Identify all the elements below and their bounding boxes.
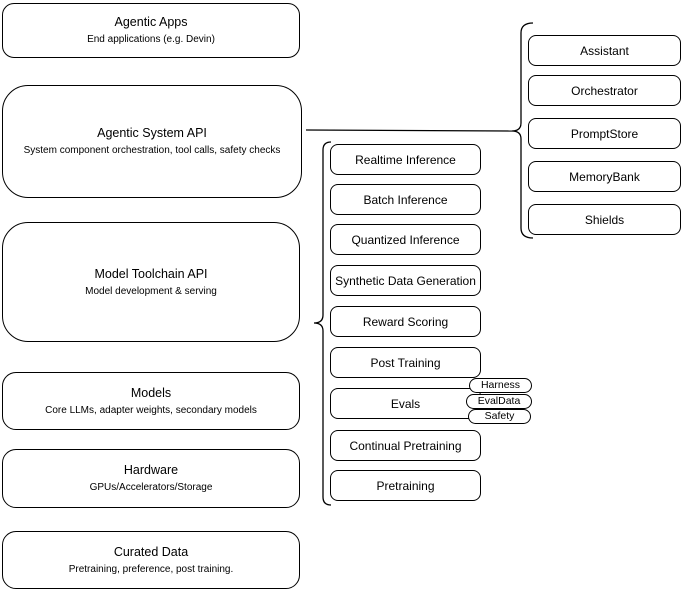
component-label: PromptStore: [570, 126, 639, 141]
layer-title: Agentic Apps: [114, 15, 188, 29]
toolchain-item-label: Evals: [390, 396, 421, 411]
layer-subtitle: GPUs/Accelerators/Storage: [89, 482, 213, 493]
layer-subtitle: End applications (e.g. Devin): [87, 34, 215, 45]
component-box-assistant: Assistant: [528, 35, 681, 66]
layer-title: Curated Data: [113, 544, 189, 559]
toolchain-item-label: Realtime Inference: [355, 152, 456, 167]
eval-tag-label: Safety: [484, 410, 515, 422]
eval-tag-harness: Harness: [469, 378, 532, 393]
eval-tag-evaldata: EvalData: [466, 394, 532, 409]
toolchain-item-label: Pretraining: [376, 478, 435, 493]
toolchain-box-reward-scoring: Reward Scoring: [330, 306, 481, 337]
toolchain-item-label: Continual Pretraining: [349, 438, 462, 453]
toolchain-item-label: Batch Inference: [363, 192, 448, 207]
toolchain-box-synthetic-data-generation: Synthetic Data Generation: [330, 265, 481, 296]
component-label: Orchestrator: [571, 83, 638, 98]
component-label: Shields: [584, 212, 625, 227]
layer-box-agentic-system-api: Agentic System API System component orch…: [2, 85, 302, 198]
layer-subtitle: System component orchestration, tool cal…: [23, 145, 281, 156]
component-box-orchestrator: Orchestrator: [528, 75, 681, 106]
toolchain-box-quantized-inference: Quantized Inference: [330, 224, 481, 255]
toolchain-box-realtime-inference: Realtime Inference: [330, 144, 481, 175]
system-api-to-components-connector: [305, 129, 513, 132]
layer-title: Hardware: [123, 463, 179, 477]
toolchain-item-label: Synthetic Data Generation: [335, 273, 476, 288]
toolchain-box-post-training: Post Training: [330, 347, 481, 378]
toolchain-box-evals: Evals: [330, 388, 481, 419]
eval-tag-label: EvalData: [477, 395, 521, 407]
layer-title: Model Toolchain API: [94, 266, 208, 281]
layer-box-agentic-apps: Agentic Apps End applications (e.g. Devi…: [2, 3, 300, 58]
layer-box-models: Models Core LLMs, adapter weights, secon…: [2, 372, 300, 430]
toolchain-group-brace: [313, 141, 332, 506]
layer-box-model-toolchain-api: Model Toolchain API Model development & …: [2, 222, 300, 342]
layer-subtitle: Model development & serving: [85, 285, 217, 297]
component-label: MemoryBank: [569, 169, 640, 184]
layer-subtitle: Pretraining, preference, post training.: [68, 563, 234, 575]
component-label: Assistant: [580, 43, 629, 58]
component-box-memorybank: MemoryBank: [528, 161, 681, 192]
layer-subtitle: Core LLMs, adapter weights, secondary mo…: [45, 404, 257, 416]
layer-title: Agentic System API: [97, 126, 207, 140]
component-box-shields: Shields: [528, 204, 681, 235]
layer-box-hardware: Hardware GPUs/Accelerators/Storage: [2, 449, 300, 508]
layer-title: Models: [130, 385, 172, 400]
toolchain-item-label: Post Training: [370, 355, 441, 370]
layer-box-curated-data: Curated Data Pretraining, preference, po…: [2, 531, 300, 589]
toolchain-box-pretraining: Pretraining: [330, 470, 481, 501]
eval-tag-safety: Safety: [468, 409, 531, 424]
toolchain-box-batch-inference: Batch Inference: [330, 184, 481, 215]
eval-tag-label: Harness: [480, 379, 521, 391]
toolchain-box-continual-pretraining: Continual Pretraining: [330, 430, 481, 461]
component-box-promptstore: PromptStore: [528, 118, 681, 149]
toolchain-item-label: Quantized Inference: [351, 232, 460, 247]
toolchain-item-label: Reward Scoring: [362, 314, 449, 329]
